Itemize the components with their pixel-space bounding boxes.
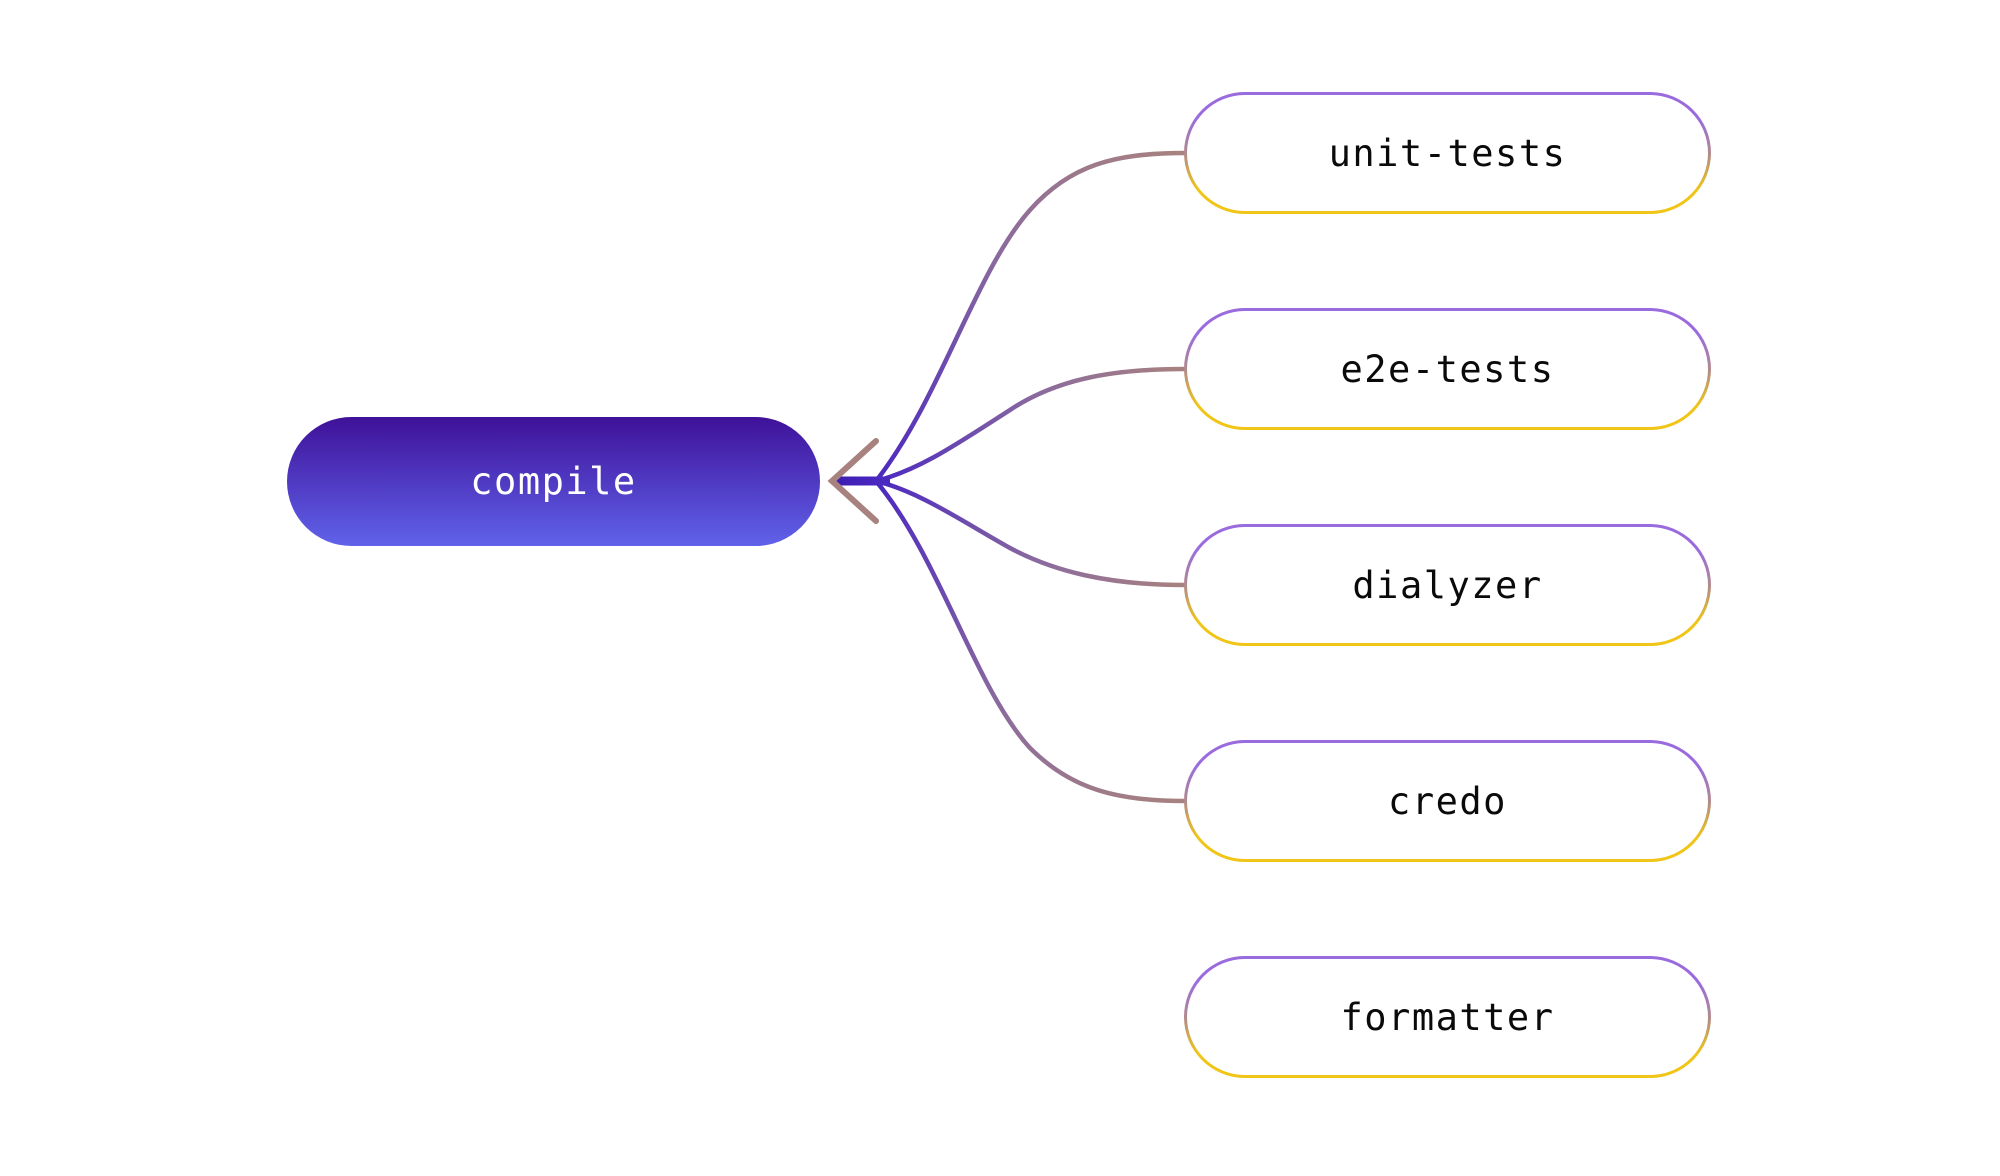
node-formatter-label: formatter — [1340, 995, 1555, 1039]
node-formatter-body: formatter — [1187, 959, 1708, 1075]
node-credo[interactable]: credo — [1184, 740, 1711, 862]
arrowhead-icon — [827, 438, 879, 524]
node-compile-label: compile — [470, 460, 637, 503]
node-e2e-tests-body: e2e-tests — [1187, 311, 1708, 427]
node-formatter[interactable]: formatter — [1184, 956, 1711, 1078]
node-credo-body: credo — [1187, 743, 1708, 859]
node-e2e-tests-label: e2e-tests — [1340, 347, 1555, 391]
edge-dialyzer-to-compile — [873, 478, 1187, 588]
edge-e2e-tests-to-compile — [873, 366, 1187, 484]
node-dialyzer[interactable]: dialyzer — [1184, 524, 1711, 646]
edge-unit-tests-to-compile — [873, 150, 1187, 484]
node-dialyzer-label: dialyzer — [1352, 563, 1543, 607]
node-unit-tests[interactable]: unit-tests — [1184, 92, 1711, 214]
node-e2e-tests[interactable]: e2e-tests — [1184, 308, 1711, 430]
node-credo-label: credo — [1388, 779, 1507, 823]
edge-credo-to-compile — [873, 478, 1187, 804]
node-compile[interactable]: compile — [287, 417, 820, 546]
node-unit-tests-body: unit-tests — [1187, 95, 1708, 211]
node-unit-tests-label: unit-tests — [1328, 131, 1567, 175]
node-dialyzer-body: dialyzer — [1187, 527, 1708, 643]
